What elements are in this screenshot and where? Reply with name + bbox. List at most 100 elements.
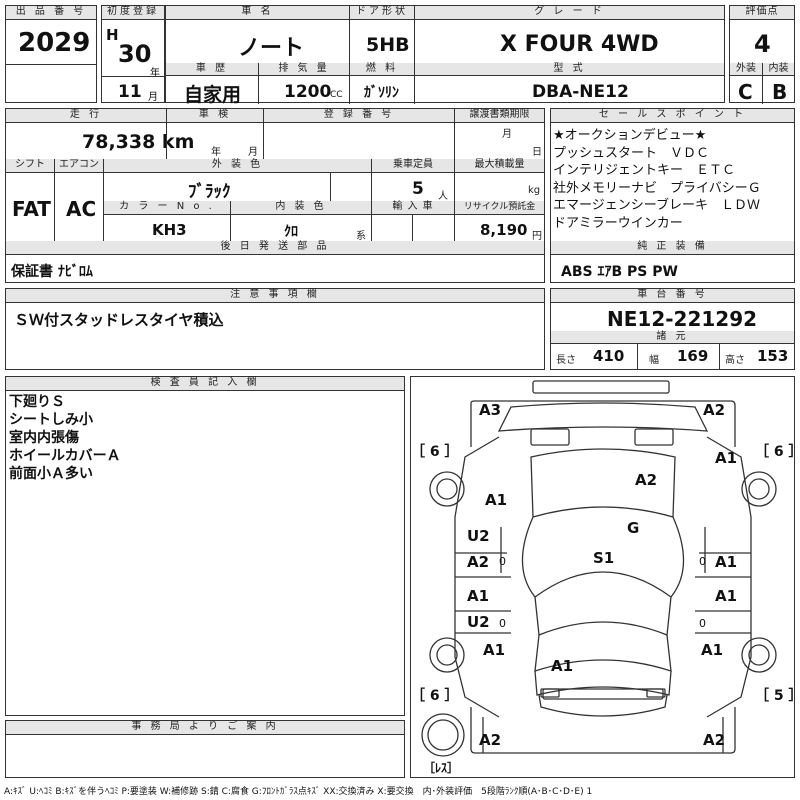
- door-label: ドア形状: [350, 6, 414, 20]
- int-grade: B: [772, 80, 788, 104]
- equipment: ABS ｴｱB PS PW: [561, 264, 678, 280]
- score: 4: [754, 30, 771, 58]
- lot-number-box: 出 品 番 号 2029: [5, 5, 97, 103]
- chassis-box: 車 台 番 号 NE12-221292 諸 元 長さ 410 幅 169 高さ …: [550, 288, 795, 370]
- zero-mark: 0: [699, 555, 706, 568]
- interior-label: 内 装 色: [231, 201, 371, 215]
- zero-mark: 0: [499, 617, 506, 630]
- capacity-label: 乗車定員: [372, 159, 454, 173]
- history-label: 車 歴: [166, 63, 258, 76]
- notes-box: 注 意 事 項 欄 ＳＷ付スタッドレスタイヤ積込: [5, 288, 545, 370]
- damage-mark: A2: [703, 731, 726, 749]
- ext-label: 外装: [730, 63, 762, 76]
- month-unit: 月: [148, 92, 158, 103]
- color-no: KH3: [152, 221, 187, 239]
- tread-rear-right: ［ 5 ］: [755, 688, 800, 704]
- int-label: 内装: [763, 63, 794, 76]
- zero-mark: 0: [499, 555, 506, 568]
- spare-tire: ［ﾚｽ］: [423, 761, 460, 775]
- door-type: 5HB: [366, 34, 410, 56]
- import-label: 輸 入 車: [372, 201, 454, 215]
- ac-label: エアコン: [55, 159, 103, 173]
- inspector-line: シートしみ小: [9, 412, 93, 428]
- history: 自家用: [184, 84, 242, 106]
- color-label: 外 装 色: [104, 159, 371, 173]
- mileage: 78,338 km: [82, 131, 195, 153]
- tread-front-left: ［ 6 ］: [411, 444, 459, 460]
- damage-mark: A2: [703, 401, 726, 419]
- displacement-label: 排 気 量: [259, 63, 349, 76]
- damage-mark: U2: [467, 613, 490, 631]
- recycle-unit: 円: [532, 231, 542, 242]
- transfer-day: 日: [532, 147, 542, 158]
- damage-mark: U2: [467, 527, 490, 545]
- shift: FAT: [12, 197, 51, 221]
- grade-label: グ レ ー ド: [415, 6, 724, 20]
- damage-mark: A2: [467, 553, 490, 571]
- inspector-line: 室内内張傷: [9, 430, 79, 446]
- length: 410: [593, 347, 625, 365]
- damage-mark: A2: [635, 471, 658, 489]
- damage-mark: A1: [485, 491, 508, 509]
- model-label: 型 式: [415, 63, 724, 76]
- reg-label: 初度登録: [102, 6, 164, 20]
- lot-label: 出 品 番 号: [6, 6, 96, 20]
- reg-month: 11: [118, 82, 142, 102]
- name-label: 車 名: [166, 6, 349, 20]
- inspector-line: 前面小Ａ多い: [9, 466, 93, 482]
- sales-points-box: セ ー ル ス ポ イ ン ト ★オークションデビュー★ プッシュスタート ＶＤ…: [550, 108, 795, 283]
- sales-line: 社外メモリーナビ プライバシーＧ: [553, 180, 761, 196]
- mileage-label: 走 行: [6, 109, 166, 123]
- plate-label: 登 録 番 号: [264, 109, 454, 123]
- spec-label: 諸 元: [551, 331, 794, 344]
- transfer-month: 月: [502, 129, 512, 140]
- inspector-line: 下廻りＳ: [9, 394, 65, 410]
- recycle-label: リサイクル預託金: [455, 201, 544, 215]
- load-label: 最大積載量: [455, 159, 544, 173]
- interior-color: ｸﾛ: [284, 224, 298, 240]
- shift-label: シフト: [6, 159, 54, 173]
- car-name: ノート: [238, 36, 305, 61]
- car-diagram: A3 A2 A1 A2 A1 G U2 S1 A2 A1 A1 A1 U2 A1…: [410, 376, 800, 778]
- reg-year: 30: [118, 40, 152, 68]
- damage-mark: S1: [593, 549, 615, 567]
- sales-line: プッシュスタート ＶＤＣ: [553, 145, 710, 161]
- tread-front-right: ［ 6 ］: [755, 444, 800, 460]
- car-outline-drawing: [421, 380, 777, 757]
- body-color: ﾌﾞﾗｯｸ: [188, 182, 231, 202]
- later-parts-label: 後 日 発 送 部 品: [6, 241, 544, 255]
- height: 153: [757, 347, 789, 365]
- sales-line: インテリジェントキー ＥＴＣ: [553, 163, 736, 178]
- air-con: AC: [66, 197, 97, 221]
- legend-text: A:ｷｽﾞ U:ﾍｺﾐ B:ｷｽﾞを伴うﾍｺﾐ P:要塗装 W:補修跡 S:錆 …: [4, 787, 593, 797]
- chassis-number: NE12-221292: [607, 307, 758, 331]
- damage-mark: A2: [479, 731, 502, 749]
- damage-mark: A1: [715, 587, 738, 605]
- load-unit: kg: [528, 185, 541, 196]
- inspector-box: 検 査 員 記 入 欄 下廻りＳ シートしみ小 室内内張傷 ホイールカバーＡ 前…: [5, 376, 405, 716]
- inspection-label: 車 検: [167, 109, 263, 123]
- damage-mark: A1: [551, 657, 574, 675]
- lot-number: 2029: [18, 28, 91, 58]
- length-label: 長さ: [556, 355, 576, 366]
- width-label: 幅: [649, 355, 659, 366]
- inspector-lines: 下廻りＳ シートしみ小 室内内張傷 ホイールカバーＡ 前面小Ａ多い: [9, 393, 121, 483]
- color-no-label: カ ラ ー N o .: [104, 201, 230, 215]
- office-label: 事 務 局 よ り ご 案 内: [6, 721, 404, 735]
- equip-label: 純 正 装 備: [551, 241, 794, 255]
- sales-line: ドアミラーウインカー: [553, 215, 683, 231]
- office-box: 事 務 局 よ り ご 案 内: [5, 720, 405, 778]
- notes-text: ＳＷ付スタッドレスタイヤ積込: [14, 311, 224, 329]
- tread-rear-left: ［ 6 ］: [411, 688, 459, 704]
- era: H: [106, 26, 119, 44]
- fuel: ｶﾞｿﾘﾝ: [364, 85, 399, 101]
- insp-month-unit: 月: [248, 147, 258, 158]
- fuel-label: 燃 料: [350, 63, 414, 76]
- damage-mark: A1: [715, 553, 738, 571]
- ext-grade: C: [738, 80, 753, 104]
- chassis-label: 車 台 番 号: [551, 289, 794, 303]
- damage-mark: G: [627, 519, 640, 537]
- model-code: DBA-NE12: [532, 82, 629, 102]
- score-label: 評価点: [730, 6, 794, 20]
- damage-mark: A1: [715, 449, 738, 467]
